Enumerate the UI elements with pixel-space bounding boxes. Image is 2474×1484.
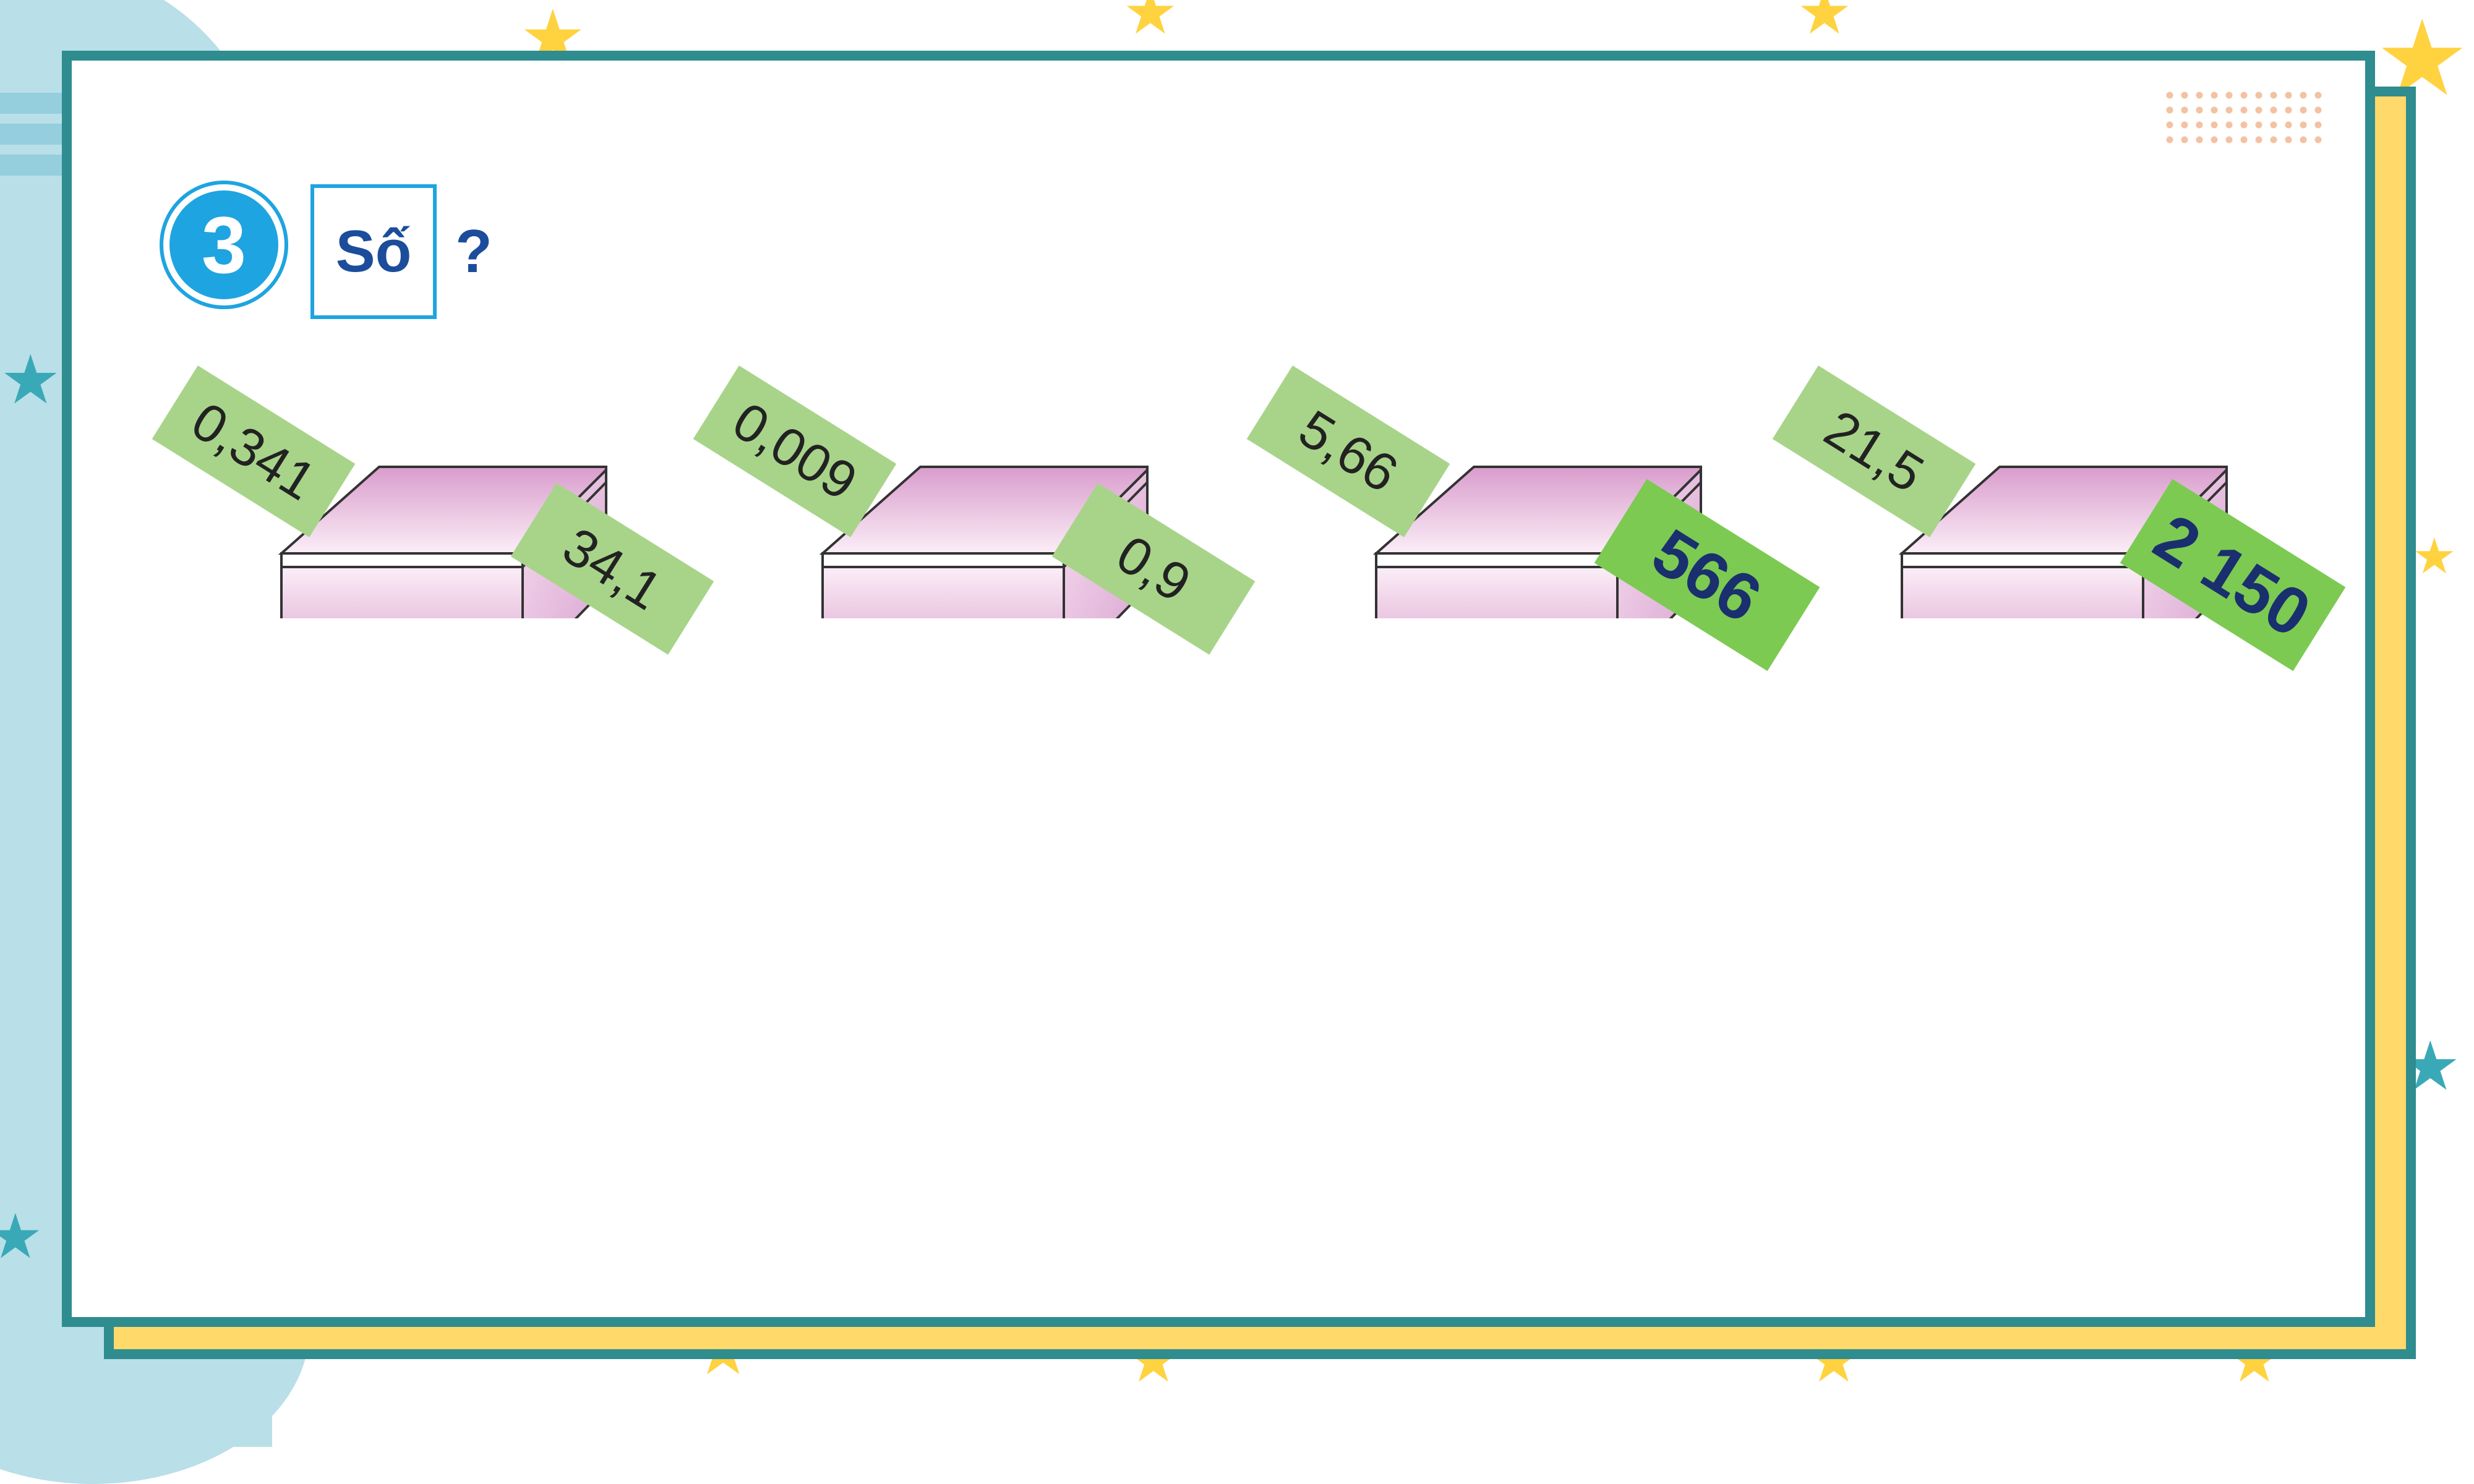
exercise-number: 3 [169,190,278,299]
box-rim [1901,552,2144,568]
star-icon: ★ [0,1202,43,1271]
exercise-number-badge: 3 [160,181,288,309]
box-rim [821,552,1065,568]
box-front [1375,566,1619,618]
star-icon: ★ [1123,0,1178,47]
exercise-label-box: Số [310,184,437,319]
box-front [1901,566,2144,618]
star-icon: ★ [1797,0,1852,47]
box-rim [1375,552,1619,568]
star-icon: ★ [0,342,61,418]
star-icon: ★ [2412,529,2457,584]
exercise-label: Số [335,218,412,284]
slide-card [62,51,2375,1327]
box-front [280,566,524,618]
box-rim [280,552,524,568]
box-front [821,566,1065,618]
dots-decoration [2162,88,2329,150]
question-mark: ? [455,217,492,285]
